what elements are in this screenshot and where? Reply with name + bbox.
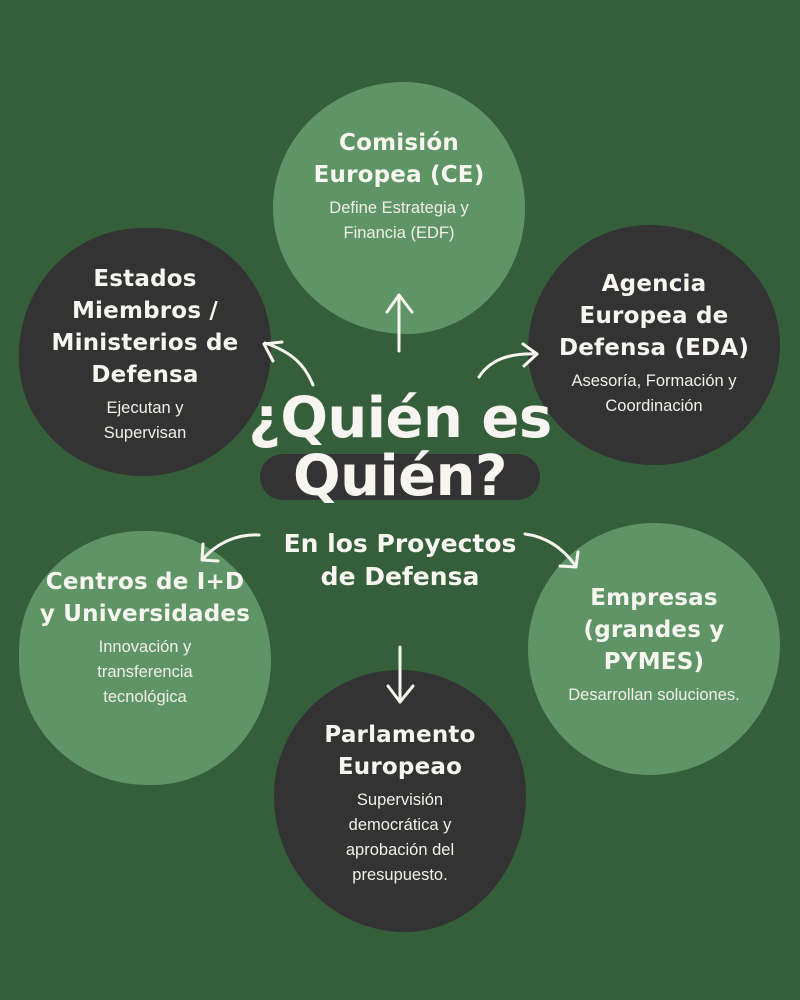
actor-empresas: Empresas (grandes y PYMES) Desarrollan s… bbox=[528, 523, 780, 775]
headline-line: ¿Quién es bbox=[248, 386, 552, 451]
headline-line: Quién? bbox=[293, 444, 508, 509]
subtitle: En los Proyectos de Defensa bbox=[250, 527, 550, 593]
title-line: (grandes y bbox=[583, 617, 725, 643]
desc-line: tecnológica bbox=[103, 688, 187, 706]
title-line: Miembros / bbox=[71, 297, 219, 324]
title-line: Europea (CE) bbox=[313, 161, 485, 188]
desc-line: Coordinación bbox=[605, 396, 703, 415]
desc-line: democrática y bbox=[348, 815, 452, 834]
actor-description: Ejecutan y Supervisan bbox=[104, 396, 187, 446]
title-line: Empresas bbox=[590, 585, 718, 611]
actor-title: Estados Miembros / Ministerios de Defens… bbox=[52, 263, 239, 391]
actor-title: Agencia Europea de Defensa (EDA) bbox=[559, 268, 749, 364]
subtitle-line: En los Proyectos bbox=[283, 529, 517, 558]
title-line: Europeao bbox=[337, 753, 463, 780]
actor-agencia-europea-defensa: Agencia Europea de Defensa (EDA) Asesorí… bbox=[528, 225, 780, 465]
desc-line: Define Estrategia y bbox=[329, 198, 469, 217]
desc-line: presupuesto. bbox=[352, 865, 448, 884]
title-line: Agencia bbox=[601, 270, 707, 297]
actor-estados-miembros: Estados Miembros / Ministerios de Defens… bbox=[19, 228, 271, 476]
actor-comision-europea: Comisión Europea (CE) Define Estrategia … bbox=[273, 82, 525, 334]
title-line: Ministerios de bbox=[51, 329, 239, 356]
actor-description: Supervisión democrática y aprobación del… bbox=[346, 788, 454, 888]
title-line: Europea de bbox=[579, 302, 729, 329]
title-line: Centros de I+D bbox=[45, 569, 245, 595]
title-line: PYMES) bbox=[603, 649, 705, 675]
actor-description: Desarrollan soluciones. bbox=[568, 683, 740, 708]
desc-line: Innovación y bbox=[98, 638, 192, 656]
desc-line: Supervisión bbox=[356, 790, 444, 809]
actor-description: Define Estrategia y Financia (EDF) bbox=[329, 196, 468, 246]
desc-line: Asesoría, Formación y bbox=[571, 371, 737, 390]
actor-description: Innovación y transferencia tecnológica bbox=[97, 635, 192, 710]
title-line: Parlamento bbox=[324, 721, 476, 748]
desc-line: aprobación del bbox=[345, 840, 455, 859]
headline-highlight-pill bbox=[260, 454, 540, 500]
desc-line: Financia (EDF) bbox=[343, 223, 455, 242]
title-line: Defensa (EDA) bbox=[558, 334, 750, 361]
title-line: Comisión bbox=[339, 129, 459, 156]
desc-line: Desarrollan soluciones. bbox=[568, 686, 740, 704]
actor-centros-id-universidades: Centros de I+D y Universidades Innovació… bbox=[19, 531, 271, 785]
desc-line: Supervisan bbox=[103, 423, 187, 442]
desc-line: transferencia bbox=[97, 663, 193, 681]
title-line: Estados bbox=[93, 265, 197, 292]
title-line: y Universidades bbox=[39, 601, 251, 627]
actor-title: Empresas (grandes y PYMES) bbox=[584, 582, 725, 678]
actor-description: Asesoría, Formación y Coordinación bbox=[571, 369, 736, 419]
subtitle-line: de Defensa bbox=[320, 562, 480, 591]
curved-arrow-up-left-icon bbox=[262, 340, 315, 387]
page-title: ¿Quién es Quién? bbox=[200, 390, 600, 506]
desc-line: Ejecutan y bbox=[106, 398, 184, 417]
actor-title: Comisión Europea (CE) bbox=[314, 127, 485, 191]
actor-title: Centros de I+D y Universidades bbox=[40, 566, 250, 630]
actor-title: Parlamento Europeao bbox=[324, 719, 475, 783]
actor-parlamento-europeo: Parlamento Europeao Supervisión democrát… bbox=[274, 670, 526, 932]
title-line: Defensa bbox=[91, 361, 199, 388]
